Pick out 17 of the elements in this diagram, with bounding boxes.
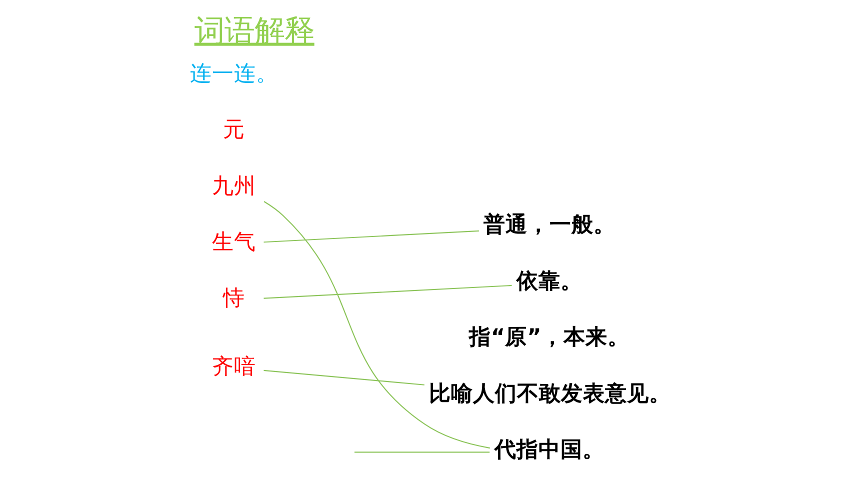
connector: [354, 451, 490, 452]
node-text: 九州: [212, 173, 256, 198]
node-text: 元: [222, 117, 245, 142]
node-text: 依靠。: [516, 268, 582, 294]
node-text: 指“原”，本来。: [468, 324, 630, 350]
node-text: 普通，一般。: [484, 212, 616, 238]
label: 连一连。: [190, 60, 278, 86]
diagram-title: 词语解释: [194, 13, 314, 48]
connector: [264, 200, 490, 448]
node-text: 代指中国。: [494, 437, 604, 462]
connector: [264, 230, 479, 242]
node-text: 齐喑: [212, 354, 256, 379]
connector: [264, 284, 512, 298]
node-text: 生气: [212, 229, 256, 254]
connector: [264, 369, 424, 385]
node-text: 恃: [222, 286, 245, 311]
node-text: 比喻人们不敢发表意见。: [428, 380, 671, 406]
